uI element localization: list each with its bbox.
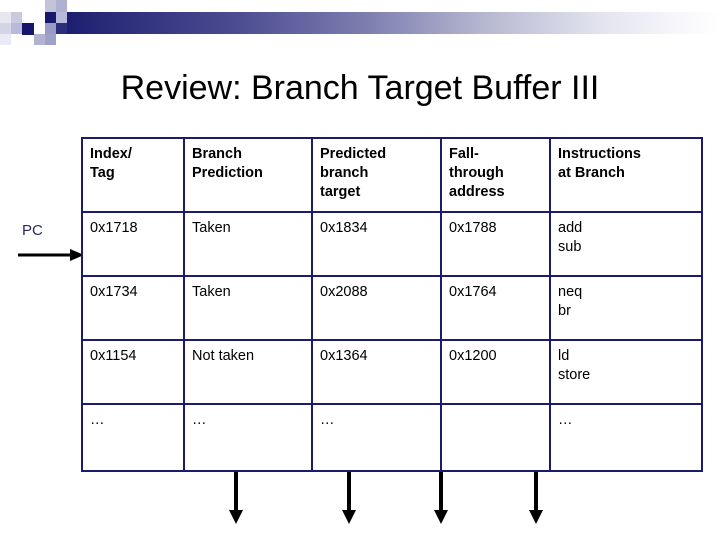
cell-line: 0x1734 bbox=[90, 284, 138, 300]
header-line: through bbox=[449, 165, 504, 181]
column-header-index-tag: Index/ Tag bbox=[81, 137, 185, 213]
cell-fall-through-address bbox=[440, 403, 551, 472]
cell-line: 0x1764 bbox=[449, 284, 497, 300]
gradient-bar bbox=[45, 12, 720, 34]
deco-square-6 bbox=[22, 23, 34, 35]
cell-line: 0x1200 bbox=[449, 348, 497, 364]
cell-fall-through-address: 0x1200 bbox=[440, 339, 551, 405]
deco-square-14 bbox=[56, 23, 67, 34]
cell-line: … bbox=[192, 412, 207, 428]
header-line: Instructions bbox=[558, 146, 641, 162]
cell-line: 0x1788 bbox=[449, 220, 497, 236]
cell-line: neq bbox=[558, 284, 583, 300]
cell-line: … bbox=[90, 412, 105, 428]
header-line: Fall- bbox=[449, 146, 479, 162]
cell-line: Taken bbox=[192, 284, 231, 300]
deco-square-10 bbox=[45, 23, 56, 34]
table-row: … … … … bbox=[81, 403, 703, 472]
cell-index-tag: 0x1718 bbox=[81, 211, 185, 277]
cell-line: 0x1834 bbox=[320, 220, 368, 236]
cell-predicted-branch-target: 0x1364 bbox=[311, 339, 442, 405]
column-header-branch-prediction: Branch Prediction bbox=[183, 137, 313, 213]
cell-line: add bbox=[558, 220, 583, 236]
arrow-right-icon bbox=[18, 249, 84, 261]
cell-index-tag: 0x1734 bbox=[81, 275, 185, 341]
column-header-predicted-branch-target: Predicted branch target bbox=[311, 137, 442, 213]
cell-fall-through-address: 0x1764 bbox=[440, 275, 551, 341]
cell-branch-prediction: Taken bbox=[183, 211, 313, 277]
cell-predicted-branch-target: 0x2088 bbox=[311, 275, 442, 341]
table-header-row: Index/ Tag Branch Prediction Predicted b… bbox=[81, 137, 703, 213]
cell-instructions-at-branch: ld store bbox=[549, 339, 703, 405]
cell-branch-prediction: … bbox=[183, 403, 313, 472]
deco-square-2 bbox=[0, 23, 11, 34]
branch-target-buffer-table: Index/ Tag Branch Prediction Predicted b… bbox=[81, 137, 703, 472]
table-row: 0x1734 Taken 0x2088 0x1764 neq br bbox=[81, 275, 703, 341]
deco-square-5 bbox=[11, 23, 22, 34]
deco-square-15 bbox=[34, 45, 45, 56]
cell-line: 0x1154 bbox=[90, 348, 137, 364]
header-line: Predicted bbox=[320, 146, 387, 162]
cell-instructions-at-branch: … bbox=[549, 403, 703, 472]
column-header-fall-through-address: Fall- through address bbox=[440, 137, 551, 213]
pc-pointer-group: PC bbox=[18, 222, 88, 272]
arrow-down-icon bbox=[342, 472, 356, 524]
deco-square-8 bbox=[34, 34, 45, 45]
cell-line: ld bbox=[558, 348, 570, 364]
deco-square-12 bbox=[56, 0, 67, 12]
deco-square-13 bbox=[56, 12, 67, 23]
header-line: Branch bbox=[192, 146, 242, 162]
column-header-instructions-at-branch: Instructions at Branch bbox=[549, 137, 703, 213]
deco-square-11 bbox=[45, 34, 56, 45]
cell-line: 0x2088 bbox=[320, 284, 368, 300]
arrow-down-icon bbox=[229, 472, 243, 524]
header-line: branch bbox=[320, 165, 369, 181]
page-title: Review: Branch Target Buffer III bbox=[120, 69, 600, 107]
arrow-down-icon bbox=[434, 472, 448, 524]
cell-index-tag: … bbox=[81, 403, 185, 472]
deco-square-3 bbox=[0, 34, 11, 45]
cell-instructions-at-branch: add sub bbox=[549, 211, 703, 277]
cell-line: … bbox=[320, 412, 335, 428]
header-line: target bbox=[320, 184, 361, 200]
cell-line: 0x1364 bbox=[320, 348, 368, 364]
header-decoration-band bbox=[0, 0, 720, 56]
cell-fall-through-address: 0x1788 bbox=[440, 211, 551, 277]
cell-line: 0x1718 bbox=[90, 220, 138, 236]
cell-instructions-at-branch: neq br bbox=[549, 275, 703, 341]
deco-square-7 bbox=[34, 12, 45, 23]
table-row: 0x1154 Not taken 0x1364 0x1200 ld store bbox=[81, 339, 703, 405]
cell-predicted-branch-target: … bbox=[311, 403, 442, 472]
header-line: Index/ bbox=[90, 146, 132, 162]
table-row: 0x1718 Taken 0x1834 0x1788 add sub bbox=[81, 211, 703, 277]
deco-square-9 bbox=[45, 0, 56, 12]
cell-line: Taken bbox=[192, 220, 231, 236]
cell-line: Not taken bbox=[192, 348, 255, 364]
output-arrows-group bbox=[0, 472, 720, 532]
header-line: address bbox=[449, 184, 505, 200]
header-line: Prediction bbox=[192, 165, 263, 181]
deco-square-4 bbox=[11, 12, 22, 23]
cell-line: store bbox=[558, 367, 591, 383]
arrow-down-icon bbox=[529, 472, 543, 524]
cell-line: sub bbox=[558, 239, 582, 255]
deco-square-1 bbox=[0, 12, 11, 23]
cell-branch-prediction: Taken bbox=[183, 275, 313, 341]
header-line: Tag bbox=[90, 165, 115, 181]
cell-line: … bbox=[558, 412, 573, 428]
cell-predicted-branch-target: 0x1834 bbox=[311, 211, 442, 277]
cell-branch-prediction: Not taken bbox=[183, 339, 313, 405]
pc-label: PC bbox=[22, 222, 43, 239]
header-line: at Branch bbox=[558, 165, 625, 181]
cell-line: br bbox=[558, 303, 571, 319]
cell-index-tag: 0x1154 bbox=[81, 339, 185, 405]
